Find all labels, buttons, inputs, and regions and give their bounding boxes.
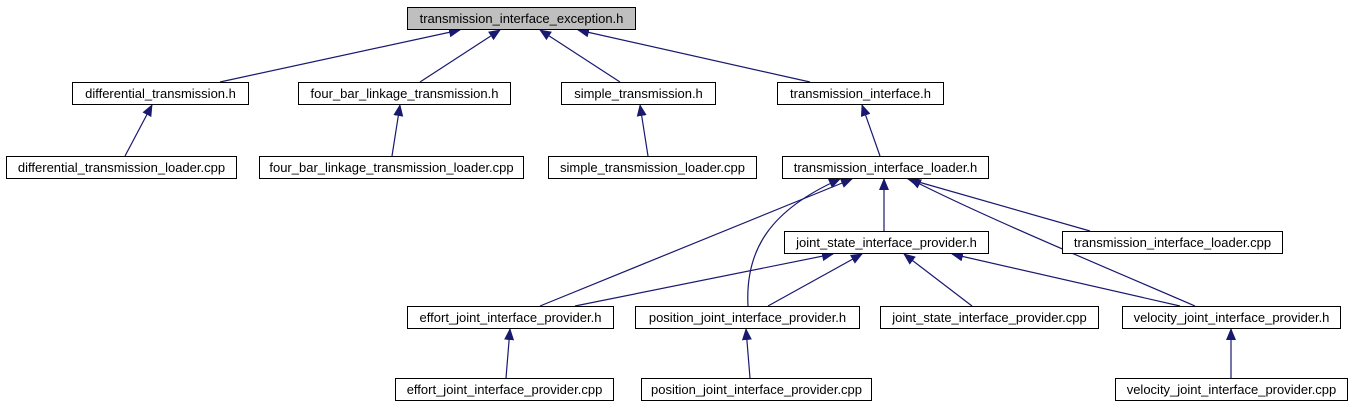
node-simple-cpp[interactable]: simple_transmission_loader.cpp <box>548 156 757 179</box>
node-box <box>1122 306 1341 329</box>
edge-pjip_h-to-til_h <box>747 178 841 307</box>
node-pjip-h[interactable]: position_joint_interface_provider.h <box>635 306 860 329</box>
node-label: four_bar_linkage_transmission.h <box>311 86 499 101</box>
node-ejip-h[interactable]: effort_joint_interface_provider.h <box>407 306 614 329</box>
node-box <box>298 82 511 105</box>
node-box <box>1115 378 1348 401</box>
node-box <box>548 156 757 179</box>
edge-fourbar_h-to-root <box>419 29 501 83</box>
node-jsip-cpp[interactable]: joint_state_interface_provider.cpp <box>880 306 1099 329</box>
node-root: transmission_interface_exception.h <box>407 7 636 30</box>
node-label: joint_state_interface_provider.cpp <box>891 310 1086 325</box>
node-box <box>641 378 872 401</box>
node-jsip-h[interactable]: joint_state_interface_provider.h <box>784 231 989 254</box>
node-box <box>782 156 989 179</box>
node-label: position_joint_interface_provider.cpp <box>651 382 862 397</box>
node-box <box>880 306 1099 329</box>
node-box <box>72 82 249 105</box>
node-label: transmission_interface_loader.h <box>794 160 978 175</box>
edge-ejip_h-to-jsip_h <box>574 251 834 307</box>
node-label: transmission_interface_loader.cpp <box>1074 235 1271 250</box>
node-vjip-h[interactable]: velocity_joint_interface_provider.h <box>1122 306 1341 329</box>
node-diff-cpp[interactable]: differential_transmission_loader.cpp <box>6 156 237 179</box>
node-box <box>6 156 237 179</box>
node-label: transmission_interface.h <box>790 86 931 101</box>
edge-jsip_cpp-to-jsip_h <box>903 253 973 307</box>
node-til-h[interactable]: transmission_interface_loader.h <box>782 156 989 179</box>
nodes-layer: transmission_interface_exception.hdiffer… <box>6 7 1348 401</box>
edge-vjip_h-to-jsip_h <box>951 251 1181 307</box>
node-vjip-cpp[interactable]: velocity_joint_interface_provider.cpp <box>1115 378 1348 401</box>
edge-ejip_cpp-to-ejip_h <box>504 328 515 379</box>
edge-diff_cpp-to-diff_h <box>124 104 153 157</box>
node-fourbar-h[interactable]: four_bar_linkage_transmission.h <box>298 82 511 105</box>
node-label: effort_joint_interface_provider.h <box>420 310 602 325</box>
edge-pjip_h-to-jsip_h <box>767 253 863 307</box>
edge-ti_h-to-root <box>577 27 811 83</box>
node-label: four_bar_linkage_transmission_loader.cpp <box>269 160 513 175</box>
node-ti-h[interactable]: transmission_interface.h <box>777 82 944 105</box>
node-label: velocity_joint_interface_provider.cpp <box>1127 382 1337 397</box>
node-label: position_joint_interface_provider.h <box>649 310 846 325</box>
edge-simple_cpp-to-simple_h <box>636 104 649 157</box>
node-box <box>784 231 989 254</box>
edge-simple_h-to-root <box>539 29 621 83</box>
edge-diff_h-to-root <box>219 27 461 83</box>
node-box <box>395 378 614 401</box>
node-label: effort_joint_interface_provider.cpp <box>407 382 603 397</box>
edge-pjip_cpp-to-pjip_h <box>741 328 752 379</box>
node-til-cpp[interactable]: transmission_interface_loader.cpp <box>1062 231 1283 254</box>
node-label: simple_transmission_loader.cpp <box>560 160 745 175</box>
node-diff-h[interactable]: differential_transmission.h <box>72 82 249 105</box>
node-box <box>407 7 636 30</box>
node-label: velocity_joint_interface_provider.h <box>1134 310 1330 325</box>
edge-fourbar_cpp-to-fourbar_h <box>391 104 404 157</box>
node-label: transmission_interface_exception.h <box>420 11 624 26</box>
edges-layer <box>124 27 1236 379</box>
edge-vjip_h-to-til_h <box>909 178 1196 307</box>
node-pjip-cpp[interactable]: position_joint_interface_provider.cpp <box>641 378 872 401</box>
node-box <box>1062 231 1283 254</box>
node-ejip-cpp[interactable]: effort_joint_interface_provider.cpp <box>395 378 614 401</box>
edge-ejip_h-to-til_h <box>539 178 853 307</box>
node-label: differential_transmission.h <box>85 86 236 101</box>
node-label: differential_transmission_loader.cpp <box>18 160 225 175</box>
node-box <box>777 82 944 105</box>
node-box <box>407 306 614 329</box>
node-label: simple_transmission.h <box>574 86 703 101</box>
edge-til_h-to-ti_h <box>860 104 881 157</box>
edge-til_cpp-to-til_h <box>907 177 1091 232</box>
node-box <box>635 306 860 329</box>
node-fourbar-cpp[interactable]: four_bar_linkage_transmission_loader.cpp <box>259 156 524 179</box>
node-box <box>259 156 524 179</box>
node-label: joint_state_interface_provider.h <box>795 235 977 250</box>
node-simple-h[interactable]: simple_transmission.h <box>561 82 716 105</box>
node-box <box>561 82 716 105</box>
